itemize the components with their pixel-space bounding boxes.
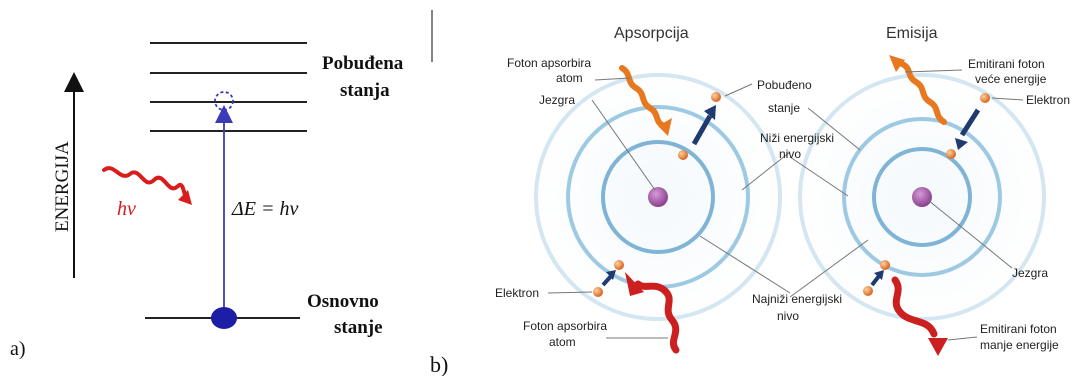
excited-electron-outline — [214, 91, 234, 111]
absorption-jump-arrow — [691, 114, 713, 146]
emitted-photon-low-wave-icon — [891, 276, 938, 338]
leader-lowest-em — [789, 239, 869, 298]
emission-nucleus-label: Jezgra — [1012, 266, 1048, 280]
panel-b: b) — [430, 25, 1070, 376]
emission-bottom-arrow — [870, 274, 881, 287]
absorption-title: Apsorpcija — [614, 25, 689, 42]
absorption-photon-label-1: Foton apsorbira — [507, 56, 591, 70]
panel-a: ENERGIJA hν ΔE = hν Pobuđena stanja Osno… — [10, 42, 404, 360]
absorption-bottom-photon-label-2: atom — [549, 335, 576, 349]
lowest-level-label-2: nivo — [777, 309, 799, 323]
emission-electron-bottom-upper — [880, 260, 890, 270]
lower-level-label-2: nivo — [779, 147, 801, 161]
leader-lower-abs — [741, 151, 791, 191]
emission-electron-upper — [980, 93, 990, 103]
leader-lines — [547, 69, 1024, 341]
leader-nucleus-em — [927, 199, 1013, 269]
panel-a-label: a) — [10, 338, 26, 360]
photon-energy-label: hν — [117, 198, 136, 220]
absorption-orbit-inner — [601, 140, 715, 254]
leader-electron-em — [991, 97, 1024, 101]
emission-bottom-arrowhead-icon — [874, 270, 884, 280]
lowest-level-label-1: Najniži energijski — [752, 292, 842, 306]
emission-orbit-inner — [872, 147, 972, 247]
absorption-photon-label-2: atom — [556, 71, 583, 85]
emission-nucleus — [912, 187, 932, 207]
excited-state-label-2: stanje — [768, 101, 800, 115]
ground-state-label-1: Osnovno — [307, 291, 379, 312]
emission-drop-arrowhead-icon — [955, 138, 968, 150]
emission-orbit-outer — [798, 73, 1046, 321]
leader-excited-em — [807, 107, 861, 151]
photon-wave-icon — [102, 166, 188, 200]
leader-lowest-abs — [699, 235, 791, 294]
leader-excited-abs — [724, 83, 753, 97]
emission-orbit-middle — [842, 117, 1002, 277]
absorption-electron-lower — [678, 150, 688, 160]
leader-photon-bottom-em — [947, 336, 978, 341]
leader-electron-abs — [547, 291, 593, 294]
leader-nucleus-abs — [591, 99, 656, 191]
excited-state-label-1: Pobuđeno — [757, 78, 812, 92]
ground-electron — [211, 307, 237, 329]
excited-states-label-1: Pobuđena — [322, 53, 404, 74]
absorbed-photon-arrowhead-icon — [658, 118, 672, 136]
emission-photon-low-label-2: manje energije — [980, 338, 1059, 352]
absorption-electron-upper — [711, 92, 721, 102]
emission-atom — [794, 55, 1050, 356]
leader-lower-em — [789, 156, 849, 197]
absorption-electron-bottom-lower — [593, 287, 603, 297]
absorption-electron-bottom-upper — [614, 260, 624, 270]
leader-photon-abs — [594, 77, 631, 81]
excited-states-label-2: stanja — [340, 80, 390, 101]
absorption-bottom-arrowhead-icon — [606, 270, 616, 280]
absorption-nucleus-label: Jezgra — [539, 93, 575, 107]
absorption-nucleus — [648, 187, 668, 207]
energy-axis-label: ENERGIJA — [52, 141, 73, 232]
emission-drop-arrow — [959, 108, 981, 137]
bottom-absorbed-photon-tail-icon — [634, 280, 668, 294]
bottom-absorbed-photon-wave-icon — [660, 286, 680, 354]
absorption-orbit-outer — [534, 73, 782, 321]
emission-title: Emisija — [886, 25, 938, 42]
emission-electron-label: Elektron — [1026, 93, 1070, 107]
emitted-photon-high-arrowhead-icon — [889, 55, 905, 72]
emission-photon-high-label-2: veće energije — [975, 72, 1047, 86]
absorption-jump-arrowhead-icon — [704, 105, 716, 120]
absorption-bottom-photon-label-1: Foton apsorbira — [523, 319, 607, 333]
panel-b-label: b) — [430, 352, 448, 376]
emission-photon-low-label-1: Emitirani foton — [980, 322, 1057, 336]
photon-arrowhead-icon — [178, 190, 192, 205]
emission-electron-lower — [946, 149, 956, 159]
emitted-photon-low-arrowhead-icon — [928, 338, 948, 356]
absorption-atom — [530, 65, 786, 354]
delta-e-label: ΔE = hν — [231, 198, 298, 220]
lower-level-label-1: Niži energijski — [760, 131, 834, 145]
emission-photon-high-label-1: Emitirani foton — [968, 57, 1045, 71]
emission-electron-bottom-lower — [863, 286, 873, 296]
ground-state-label-2: stanje — [334, 317, 383, 338]
leader-photon-em — [904, 69, 963, 73]
absorption-electron-label: Elektron — [495, 286, 539, 300]
